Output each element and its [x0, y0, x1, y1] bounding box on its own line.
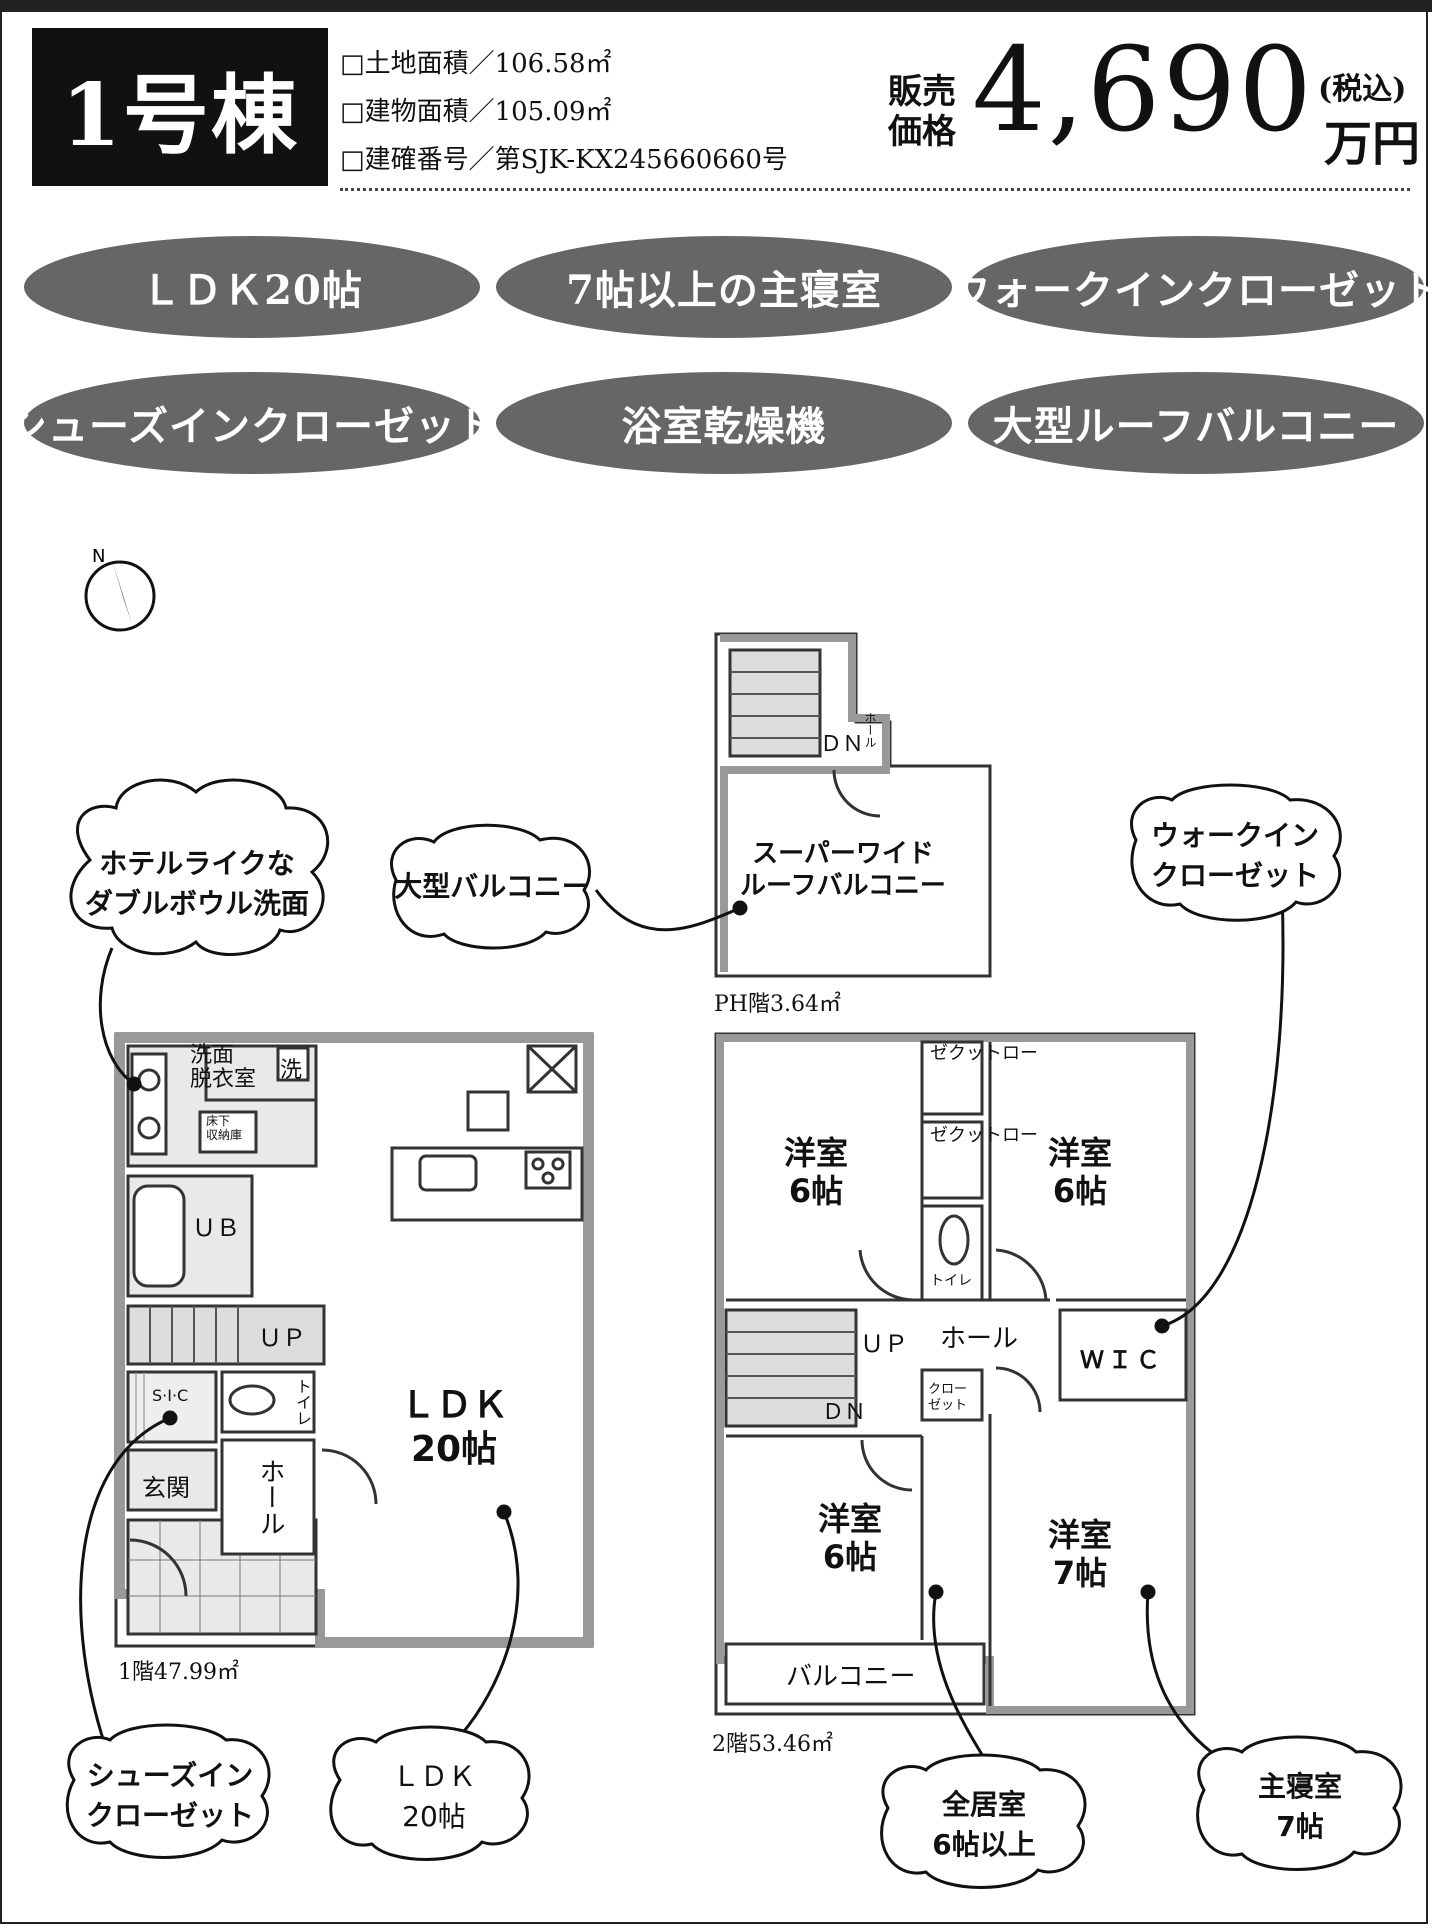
- small-closet-line1: クロー: [928, 1382, 968, 1397]
- callout-all-rooms-line1: 全居室: [941, 1788, 1026, 1821]
- feature-pill-bath-dryer: 浴室乾燥機: [496, 372, 952, 474]
- room-label-ldk-line1: ＬＤＫ: [400, 1385, 509, 1426]
- spec-permit-number: □建確番号／第SJK-KX245660660号: [340, 145, 788, 175]
- callout-wic-line1: ウォークイン: [1150, 819, 1319, 852]
- feature-pill-ldk: ＬＤＫ20帖: [24, 236, 480, 338]
- callout-ldk: ＬＤＫ 20帖: [346, 1752, 522, 1842]
- callout-master-line2: 7帖: [1276, 1810, 1324, 1843]
- room-label-shoes-closet: S·I·C: [152, 1386, 189, 1405]
- underfloor-storage-line1: 床下: [206, 1114, 231, 1128]
- callout-wic-line2: クローゼット: [1150, 859, 1319, 892]
- room-label-ldk-line2: 20帖: [410, 1429, 498, 1470]
- callout-ldk-line2: 20帖: [402, 1800, 466, 1833]
- master-name: 洋室: [1048, 1516, 1113, 1554]
- callout-double-bowl-line2: ダブルボウル洗面: [84, 887, 309, 920]
- callout-master-bedroom: 主寝室 7帖: [1210, 1762, 1390, 1852]
- stairs-up-label: ＵＰ: [258, 1324, 306, 1352]
- western-2-name: 洋室: [1048, 1134, 1113, 1172]
- price-label-line2: 価格: [888, 112, 956, 152]
- room-label-toilet-1f: トイレ: [293, 1378, 312, 1426]
- small-closet-line2: ゼット: [928, 1398, 968, 1413]
- callout-all-rooms-line2: 6帖以上: [932, 1828, 1036, 1861]
- room-label-hall-ph: ホール: [863, 712, 877, 748]
- price-unit: 万円: [1324, 116, 1421, 172]
- feature-pill-walk-in-closet: ウォークインクローゼット: [950, 236, 1432, 338]
- room-label-wash: 洗面 脱衣室: [190, 1044, 256, 1092]
- callout-shoes-line2: クローゼット: [85, 1799, 254, 1832]
- feature-pill-shoes-closet: シューズインクローゼット: [7, 372, 496, 474]
- callout-all-rooms: 全居室 6帖以上: [894, 1780, 1074, 1870]
- roof-balcony-line1: スーパーワイド: [752, 839, 934, 869]
- floor-area-2f: 2階53.46㎡: [712, 1732, 833, 1757]
- spec-list: □土地面積／106.58㎡ □建物面積／105.09㎡ □建確番号／第SJK-K…: [340, 40, 788, 184]
- floor-area-1f: 1階47.99㎡: [118, 1660, 239, 1685]
- compass-icon: N: [84, 546, 156, 632]
- price-value: 4,690: [972, 23, 1315, 158]
- feature-pill-master-bedroom: 7帖以上の主寝室: [496, 236, 952, 338]
- room-label-ldk: ＬＤＫ 20帖: [400, 1384, 508, 1472]
- room-label-master-bedroom: 洋室 7帖: [1048, 1516, 1112, 1592]
- room-label-balcony-2f: バルコニー: [786, 1662, 916, 1692]
- room-label-hall-1f: ホール: [255, 1458, 285, 1536]
- spec-building-area: □建物面積／105.09㎡: [340, 97, 612, 127]
- tax-note: (税込): [1318, 72, 1407, 107]
- room-label-western-1: 洋室 6帖: [784, 1134, 848, 1210]
- room-label-toilet-2f: トイレ: [930, 1273, 972, 1289]
- callout-walk-in-closet: ウォークインクローゼット: [1140, 812, 1330, 900]
- western-2-size: 6帖: [1052, 1172, 1108, 1210]
- room-label-western-2: 洋室 6帖: [1048, 1134, 1112, 1210]
- callout-double-bowl-sink: ホテルライクなダブルボウル洗面: [84, 836, 310, 932]
- room-label-entrance: 玄関: [142, 1474, 190, 1502]
- callout-double-bowl-line1: ホテルライクな: [99, 847, 295, 880]
- master-size: 7帖: [1052, 1554, 1108, 1592]
- room-label-roof-balcony: スーパーワイド ルーフバルコニー: [740, 838, 946, 902]
- room-label-wash-line2: 脱衣室: [190, 1067, 257, 1092]
- compass-north-label: N: [92, 546, 105, 567]
- callout-ldk-line1: ＬＤＫ: [391, 1760, 476, 1793]
- room-label-wash-line1: 洗面: [190, 1043, 235, 1068]
- feature-pill-roof-balcony: 大型ルーフバルコニー: [968, 372, 1424, 474]
- stairs-down-label-ph: ＤＮ: [820, 732, 865, 757]
- room-label-small-closet: クロー ゼット: [928, 1382, 967, 1414]
- western-1-name: 洋室: [784, 1134, 849, 1172]
- washer-label: 洗: [280, 1058, 303, 1083]
- underfloor-storage-line2: 収納庫: [206, 1128, 243, 1142]
- price-label-line1: 販売: [888, 72, 956, 112]
- room-label-unit-bath: ＵＢ: [192, 1214, 240, 1242]
- building-number-badge: 1号棟: [32, 28, 328, 186]
- stairs-up-label-2f: ＵＰ: [860, 1330, 908, 1358]
- spec-land-area: □土地面積／106.58㎡: [340, 49, 612, 79]
- callout-master-line1: 主寝室: [1257, 1770, 1342, 1803]
- price-label: 販売 価格: [888, 72, 956, 152]
- callout-shoes-closet: シューズインクローゼット: [80, 1752, 260, 1840]
- room-label-western-3: 洋室 6帖: [818, 1500, 882, 1576]
- western-1-size: 6帖: [788, 1172, 844, 1210]
- western-3-size: 6帖: [822, 1538, 878, 1576]
- western-3-name: 洋室: [818, 1500, 883, 1538]
- room-label-wic: ＷＩＣ: [1080, 1346, 1164, 1374]
- top-bar: [0, 0, 1432, 12]
- stairs-down-label-2f: ＤＮ: [822, 1400, 867, 1425]
- underfloor-storage-label-1f: 床下 収納庫: [206, 1114, 242, 1142]
- closet-label-1: ゼクットロー: [930, 1044, 1038, 1064]
- roof-balcony-line2: ルーフバルコニー: [740, 871, 946, 901]
- callout-shoes-line1: シューズイン: [86, 1759, 254, 1792]
- floor-area-ph: PH階3.64㎡: [714, 992, 841, 1017]
- room-label-hall-2f: ホール: [940, 1324, 1019, 1354]
- closet-label-2: ゼクットロー: [930, 1126, 1038, 1146]
- callout-big-balcony: 大型バルコニー: [394, 870, 590, 903]
- header-divider: [340, 188, 1410, 191]
